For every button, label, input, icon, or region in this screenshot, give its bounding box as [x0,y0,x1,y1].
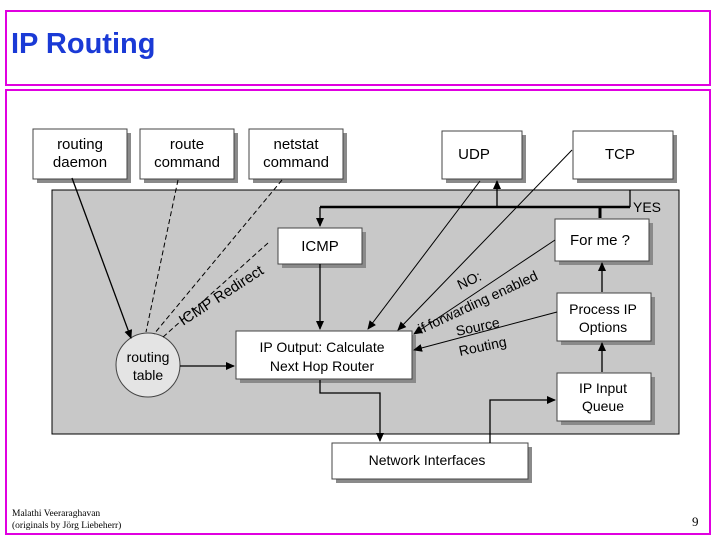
ip-output-label-2: Next Hop Router [270,358,375,374]
routing-daemon-label-2: daemon [53,154,107,171]
routing-daemon-box: routing daemon [32,128,131,183]
for-me-label: For me ? [570,232,630,249]
footer-author: Malathi Veeraraghavan (originals by Jörg… [12,508,121,532]
icmp-label: ICMP [301,238,339,255]
author-line-1: Malathi Veeraraghavan [12,509,101,519]
udp-box: UDP [441,130,526,183]
process-ip-options-label-1: Process IP [569,301,637,317]
title-frame [5,10,711,86]
content-frame [5,89,711,535]
ip-input-queue-label-1: IP Input [579,380,627,396]
netstat-to-table-line [153,179,283,335]
route-command-label-1: route [170,136,204,153]
icmp-box: ICMP [277,227,366,268]
netstat-command-label-2: command [263,154,329,171]
route-command-label-2: command [154,154,220,171]
netif-to-queue-line [489,396,556,443]
tcp-label: TCP [605,146,635,163]
routing-table-node: routing table [115,332,181,398]
tcp-box: TCP [572,130,677,183]
page-number: 9 [692,514,699,529]
slide-title: IP Routing [11,28,156,60]
author-line-2: (originals by Jörg Liebeherr) [12,521,122,531]
udp-label: UDP [458,146,490,163]
tcp-to-output-line [397,149,573,331]
netstat-command-box: netstat command [248,128,347,183]
ip-output-box: IP Output: Calculate Next Hop Router [235,330,416,383]
routing-daemon-label-1: routing [57,136,103,153]
route-command-box: route command [139,128,238,183]
udp-to-output-line [367,180,481,330]
network-interfaces-label: Network Interfaces [369,452,486,468]
network-interfaces-box: Network Interfaces [331,442,532,483]
routing-table-label-1: routing [127,349,170,365]
output-to-netif-line [319,380,384,442]
ip-input-queue-box: IP Input Queue [556,372,655,425]
netstat-command-label-1: netstat [273,136,319,153]
process-ip-options-label-2: Options [579,319,627,335]
ip-input-queue-label-2: Queue [582,398,624,414]
forme-to-output-line [413,239,556,335]
options-to-output-line [413,311,558,352]
route-cmd-to-table-line [145,179,179,333]
yes-label: YES [633,199,661,215]
process-ip-options-box: Process IP Options [556,292,655,345]
for-me-box: For me ? [554,218,653,265]
daemon-to-table-line [71,177,132,339]
routing-table-label-2: table [133,367,164,383]
ip-output-label-1: IP Output: Calculate [259,339,384,355]
connectors [71,149,631,443]
